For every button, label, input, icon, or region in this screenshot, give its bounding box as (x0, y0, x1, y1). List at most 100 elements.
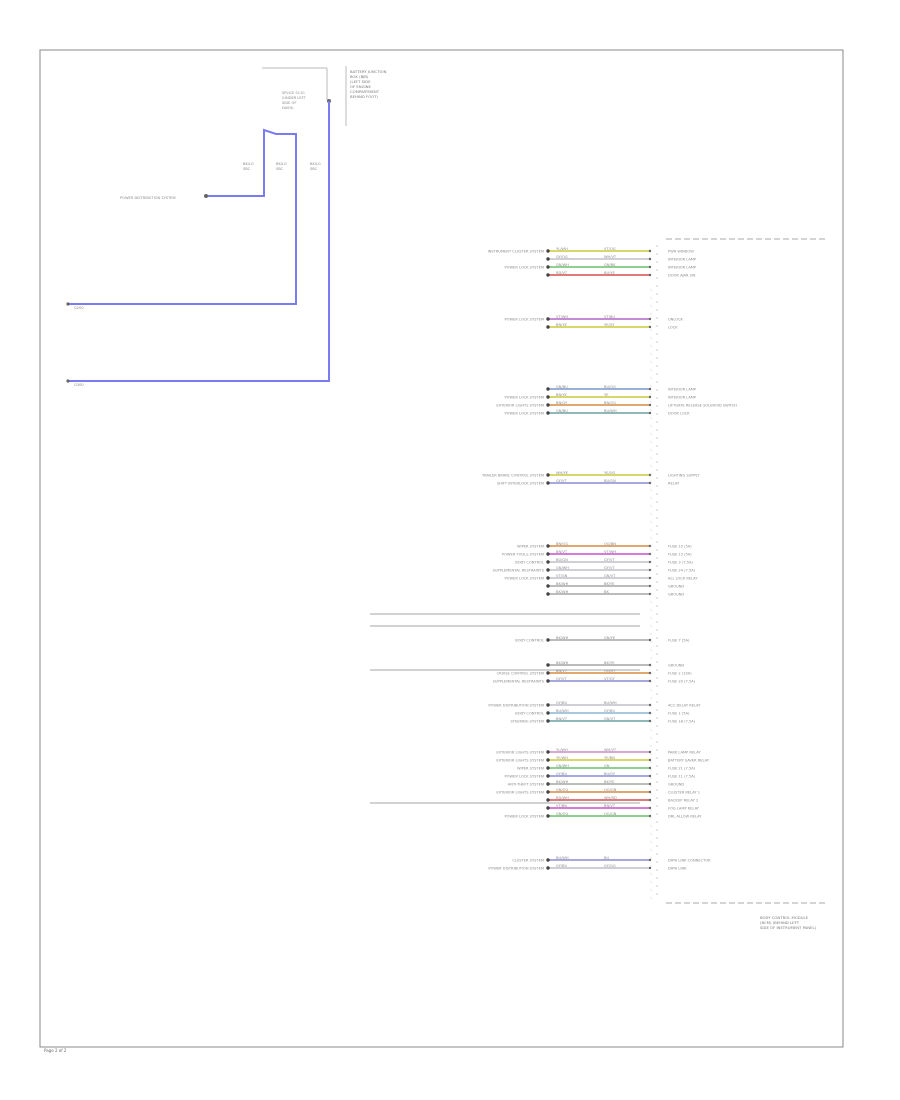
wire-color-code: OG/GN (604, 788, 617, 792)
pin-destination: PARK LAMP RELAY (668, 751, 701, 755)
wire-color-code: OG/VT (604, 669, 616, 673)
unused-pin (650, 633, 652, 635)
unused-pin (650, 561, 652, 563)
pin-destination: DRL ALLOW RELAY (668, 815, 702, 819)
wire-color-code: BN/VT (604, 804, 616, 808)
wire-color-code: GY/VT (556, 677, 567, 681)
pin-dot (546, 325, 550, 329)
unused-pin (650, 881, 652, 883)
pin-dot (648, 403, 652, 407)
splice-label-line-4: DASH) (282, 106, 294, 110)
wire-color-code: GN/WH (556, 566, 569, 570)
unused-pin (650, 377, 652, 379)
source-system: CLUSTER SYSTEM (512, 859, 544, 863)
pin-destination: FUSE 21 (7.5A) (668, 767, 696, 771)
unused-pin (650, 769, 652, 771)
wire-color-code: YE/BN (604, 756, 615, 760)
pin-dot (648, 766, 652, 770)
wire-color-code: BK/YE (604, 661, 615, 665)
unused-pin (650, 313, 652, 315)
pin-dot (648, 387, 652, 391)
source-system: POWER DISTRIBUTION SYSTEM (488, 704, 544, 708)
pin-dot (648, 473, 652, 477)
unused-pin (650, 689, 652, 691)
pin-destination: DATA LINK (668, 867, 687, 871)
pin-destination: PWR WINDOW (668, 250, 694, 254)
wire-color-code: VT/OG (604, 247, 616, 251)
unused-pin (650, 857, 652, 859)
pin-dot (546, 403, 550, 407)
wire-color-code: GN (604, 764, 610, 768)
pin-dot (546, 703, 550, 707)
wire-color-code: GY/BU (556, 864, 567, 868)
pin-destination: DATA LINK CONNECTOR (668, 859, 711, 863)
wire-color-code: OG/GN (604, 812, 617, 816)
pin-dot (546, 663, 550, 667)
source-system: POWER LOCK SYSTEM (505, 412, 545, 416)
wire-color-code: YE/GY (604, 323, 615, 327)
pin-dot (648, 798, 652, 802)
wire-code-1a: BK/LG (243, 162, 254, 166)
pin-dot (546, 638, 550, 642)
power-distribution-label: POWER DISTRIBUTION SYSTEM (120, 196, 176, 200)
pin-dot (648, 858, 652, 862)
module-outline (656, 238, 828, 904)
wire-color-code: VT/BN (556, 804, 567, 808)
wire-color-code: WH/YE (556, 471, 569, 475)
unused-pin (650, 329, 652, 331)
unused-pin (650, 865, 652, 867)
pin-destination: FUSE 2 (10A) (668, 672, 692, 676)
unused-pin (650, 889, 652, 891)
source-system: STEERING SYSTEM (510, 720, 544, 724)
unused-pin (650, 353, 652, 355)
pin-dot (546, 592, 550, 596)
fuse-box-callout: BATTERY JUNCTION BOX (BJB) (LEFT SIDE OF… (262, 66, 387, 126)
unused-pin (650, 433, 652, 435)
ground-g300-label: G300 (74, 383, 84, 387)
unused-pin (650, 497, 652, 499)
pin-dot (648, 638, 652, 642)
wire-color-code: BU/GN (556, 558, 568, 562)
pin-destination: FUSE 18 (7.5A) (668, 720, 696, 724)
unused-pin (650, 473, 652, 475)
unused-pin (650, 537, 652, 539)
pin-destination: ACC DELAY RELAY (668, 704, 701, 708)
pin-destination: RELAY (668, 482, 680, 486)
pin-destination: LIFTGATE RELEASE SOLENOID SWITCH (668, 404, 737, 408)
page-footer: Page 2 of 2 (44, 1048, 67, 1053)
ground-g300-node (66, 379, 70, 383)
pin-dot (648, 411, 652, 415)
unused-pin (650, 609, 652, 611)
source-system: POWER LOCK SYSTEM (505, 266, 545, 270)
wire-color-code: BK/YE (604, 780, 615, 784)
wire-color-code: GN/BU (556, 385, 568, 389)
pin-dot (648, 711, 652, 715)
pin-destination: FUSE 11 (7.5A) (668, 775, 696, 779)
unused-pin (650, 593, 652, 595)
unused-pin (650, 553, 652, 555)
wire-color-code: VT/BU (604, 315, 615, 319)
pin-destination: GROUND (668, 783, 684, 787)
unused-pin (650, 465, 652, 467)
pin-destination: BACKUP RELAY 2 (668, 799, 698, 803)
pin-dot (546, 584, 550, 588)
pin-dot (648, 790, 652, 794)
wire-color-code: BN/VT (556, 717, 568, 721)
